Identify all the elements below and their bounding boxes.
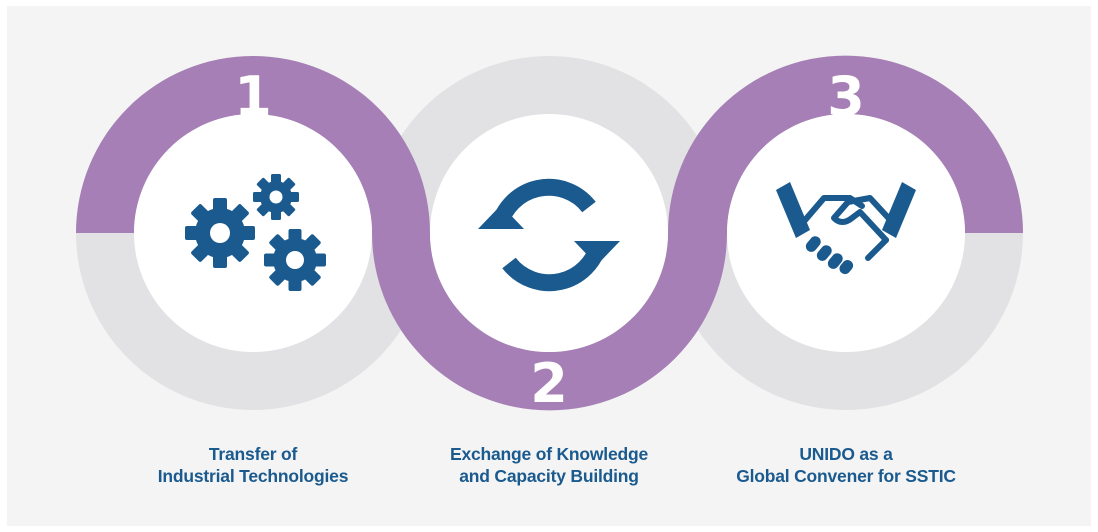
caption-3-line-1: UNIDO as a: [799, 444, 893, 464]
purple-wave: [76, 55, 1023, 411]
refresh-cycle-icon: [478, 178, 620, 292]
caption-2-line-2: and Capacity Building: [459, 466, 639, 486]
disc-2: [430, 114, 668, 352]
caption-2-line-1: Exchange of Knowledge: [449, 444, 649, 464]
step-number-3: 3: [827, 65, 865, 128]
step-caption-3: UNIDO as a Global Convener for SSTIC: [696, 443, 996, 487]
step-number-1: 1: [234, 65, 272, 128]
handshake-icon: [776, 182, 916, 275]
step-caption-2: Exchange of Knowledge and Capacity Build…: [399, 443, 699, 487]
caption-1-line-1: Transfer of: [208, 444, 298, 464]
caption-3-line-2: Global Convener for SSTIC: [736, 466, 956, 486]
step-caption-1: Transfer of Industrial Technologies: [103, 443, 403, 487]
caption-1-line-2: Industrial Technologies: [157, 466, 349, 486]
inner-discs: [134, 114, 965, 352]
gears-icon: [185, 174, 326, 291]
step-number-2: 2: [530, 352, 568, 415]
disc-3: [727, 114, 965, 352]
